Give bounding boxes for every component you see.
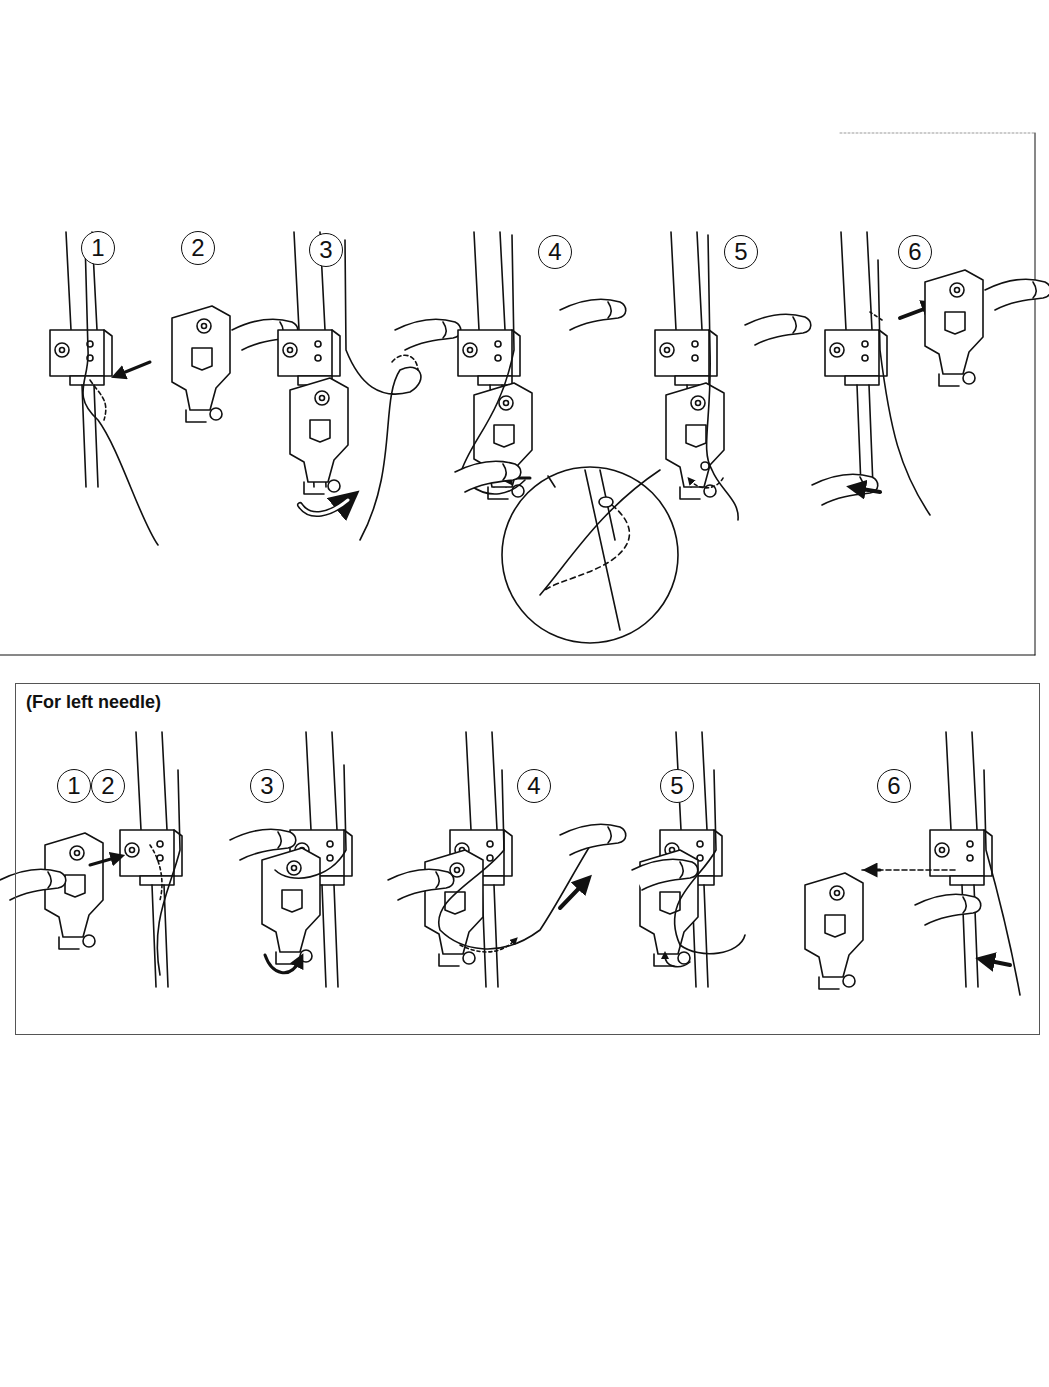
step-number: 1	[91, 236, 104, 260]
step-number: 3	[260, 774, 273, 798]
step-number: 6	[887, 774, 900, 798]
callout-number: 5	[660, 769, 694, 803]
step-number: 6	[908, 240, 921, 264]
step-number: 5	[734, 240, 747, 264]
step-number: 2	[191, 236, 204, 260]
callout-number: 4	[538, 235, 572, 269]
callout-number: 6	[898, 235, 932, 269]
step-number: 4	[527, 774, 540, 798]
step-number: 2	[101, 774, 114, 798]
step-number: 3	[319, 238, 332, 262]
step-number: 4	[548, 240, 561, 264]
callout-number: 2	[91, 769, 125, 803]
step-number: 5	[670, 774, 683, 798]
section-panel: (For left needle) 12 3 4 5 6	[15, 683, 1040, 1035]
callout-number: 3	[309, 233, 343, 267]
panel-heading: (For left needle)	[26, 692, 161, 713]
callout-number: 6	[877, 769, 911, 803]
callout-number: 3	[250, 769, 284, 803]
callout-number: 4	[517, 769, 551, 803]
callout-number: 5	[724, 235, 758, 269]
step-number: 1	[67, 774, 80, 798]
callout-number: 2	[181, 231, 215, 265]
callout-number: 1	[57, 769, 91, 803]
callout-number: 1	[81, 231, 115, 265]
